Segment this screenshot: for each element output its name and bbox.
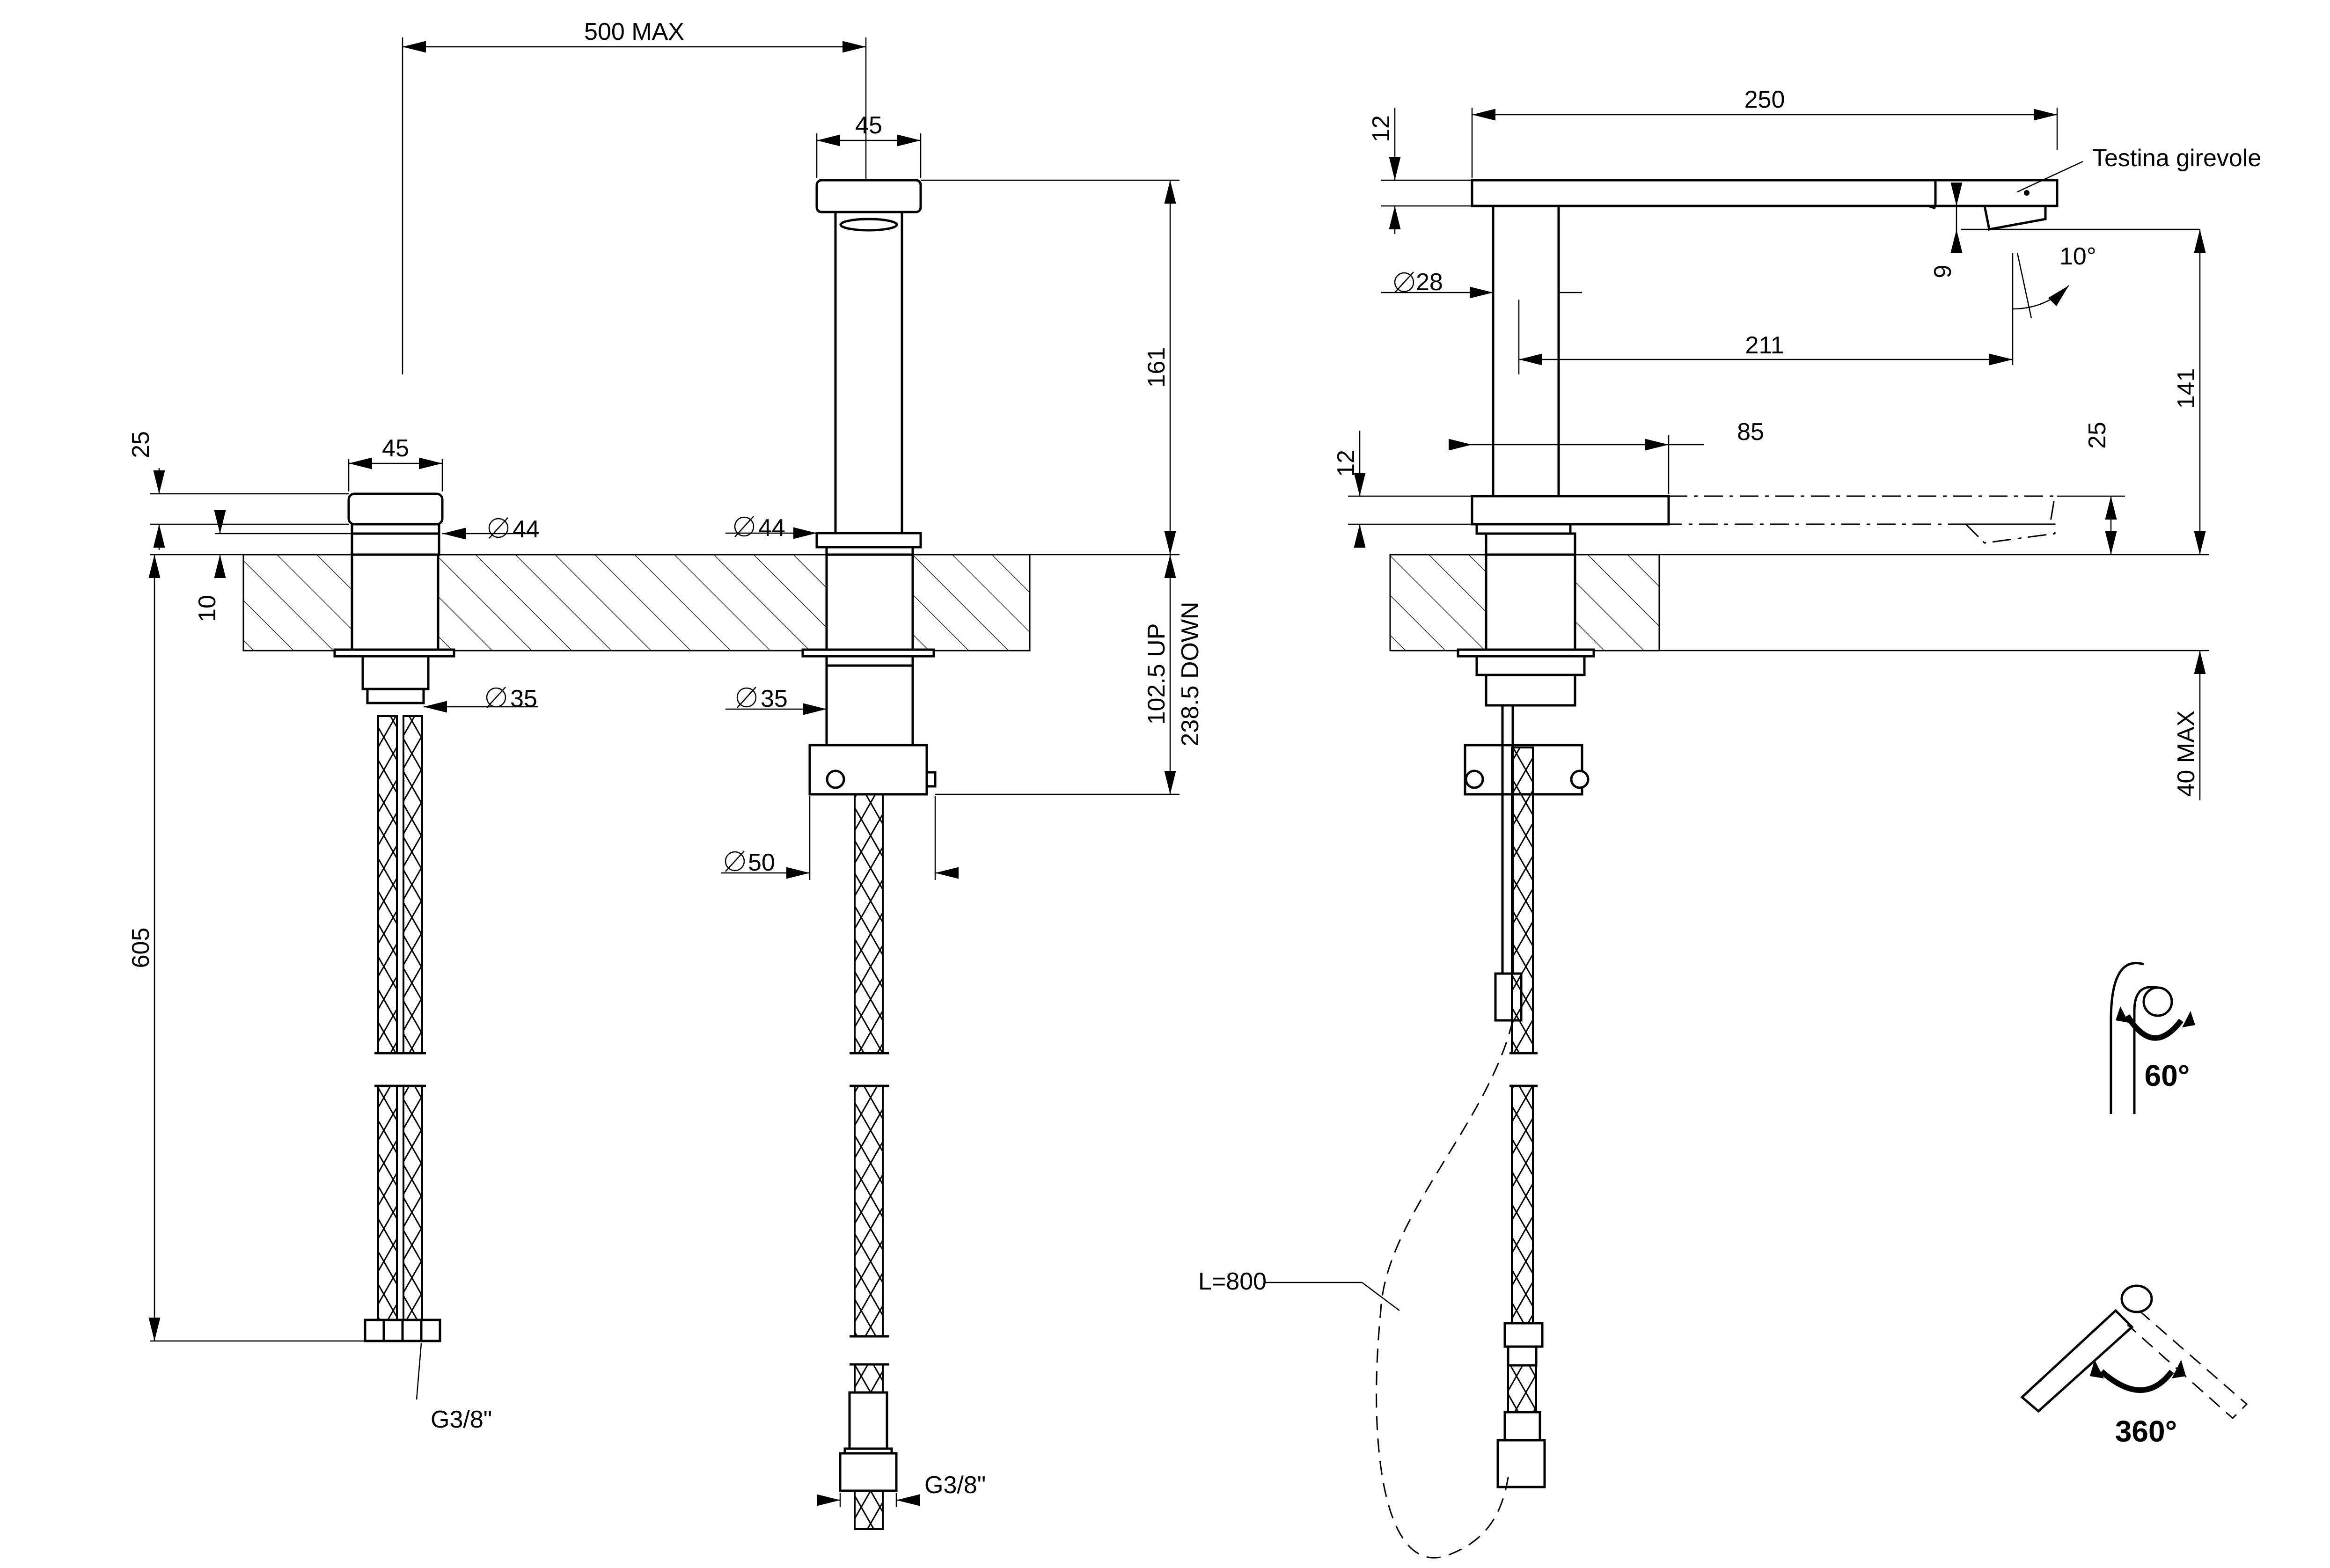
dim-dia44-mid: 44 — [758, 514, 785, 542]
dim-angle-10: 10° — [2059, 243, 2096, 270]
dim-plate-10: 10 — [194, 595, 221, 622]
rotation-360-icon: 360° — [2020, 1284, 2248, 1448]
shower-hose-loop — [1376, 1020, 1514, 1559]
lever — [1471, 495, 1670, 526]
dim-height-141: 141 — [2173, 368, 2200, 409]
dim-lever-85: 85 — [1737, 418, 1764, 446]
dim-spread: 500 MAX — [584, 18, 684, 45]
dim-handle-height: 25 — [127, 431, 154, 458]
dim-dia35-left: 35 — [510, 685, 537, 712]
spout-view: 45 161 102.5 UP 238.5 DOWN 44 35 50 G3/8… — [721, 112, 1204, 1530]
dim-dia35-mid: 35 — [761, 685, 788, 712]
dim-reach-211: 211 — [1745, 332, 1784, 359]
tap-body — [1492, 205, 1560, 498]
dim-hose-605: 605 — [127, 928, 154, 968]
dim-deck-up: 102.5 UP — [1143, 623, 1170, 725]
hose-left-b — [403, 715, 423, 1321]
dim-spout-12: 12 — [1368, 115, 1395, 142]
dim-handle-width: 45 — [382, 435, 409, 462]
label-hose-length: L=800 — [1198, 1268, 1267, 1295]
dim-dia28: 28 — [1416, 269, 1443, 296]
spout-arm — [1471, 179, 1937, 207]
dim-deck-40max: 40 MAX — [2173, 711, 2200, 797]
hose-nut-right — [1496, 1439, 1546, 1488]
dim-spout-161: 161 — [1143, 347, 1170, 388]
spout-connector-block — [808, 744, 928, 796]
handle-view: 500 MAX 45 25 10 605 44 35 G3/8" — [127, 18, 1031, 1433]
thread-mid: G3/8" — [924, 1472, 986, 1499]
spout-head — [815, 179, 922, 213]
label-swivel-head: Testina girevole — [2092, 145, 2261, 172]
handle-knob — [347, 492, 444, 526]
dim-head-9: 9 — [1929, 265, 1956, 278]
hose-right — [1511, 747, 1534, 1324]
hose-nut-mid — [839, 1452, 898, 1492]
rotation-60-label: 60° — [2145, 1059, 2190, 1092]
hose-left-a — [377, 715, 398, 1321]
dim-dia44-left: 44 — [513, 516, 540, 543]
dim-deck-down: 238.5 DOWN — [1177, 601, 1204, 746]
dim-lever-12: 12 — [1333, 450, 1360, 477]
thread-left: G3/8" — [431, 1406, 492, 1433]
dim-dia50: 50 — [748, 849, 775, 876]
side-view: 250 12 Testina girevole 9 10° 28 211 85 — [1198, 86, 2261, 1559]
rotation-60-icon: 60° — [2110, 962, 2195, 1114]
dim-spout-width: 45 — [855, 112, 882, 139]
rotation-360-label: 360° — [2115, 1414, 2177, 1448]
dim-reach-250: 250 — [1744, 86, 1785, 113]
dim-lever-25: 25 — [2084, 422, 2111, 449]
